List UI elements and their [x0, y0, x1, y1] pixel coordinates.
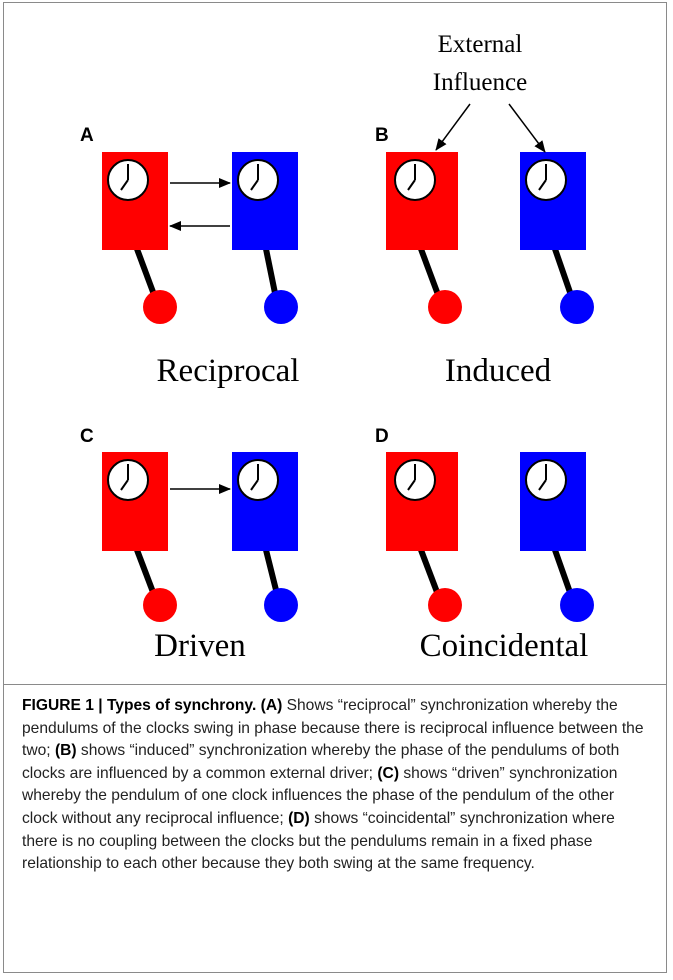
pendulum-bob-blue	[560, 290, 594, 324]
caption-heading: FIGURE 1 | Types of synchrony.	[22, 697, 257, 714]
panel-b-label: Induced	[445, 353, 552, 389]
panel-b-letter: B	[375, 125, 389, 146]
arrow-down-right-icon	[508, 103, 546, 153]
figure-illustration: A Reciprocal B External Influence	[80, 31, 594, 664]
external-label-line2: Influence	[433, 69, 527, 96]
pendulum-bob-red	[143, 588, 177, 622]
clock-red	[386, 152, 462, 324]
panel-a-letter: A	[80, 125, 94, 146]
pendulum-bob-blue	[560, 588, 594, 622]
pendulum-bob-blue	[264, 290, 298, 324]
pendulum-bob-red	[428, 588, 462, 622]
panel-a-label: Reciprocal	[157, 353, 300, 389]
panel-c-label: Driven	[154, 628, 246, 664]
panel-c-letter: C	[80, 426, 94, 447]
pendulum-bob-red	[428, 290, 462, 324]
caption-tag-d: (D)	[288, 809, 310, 827]
arrow-down-left-icon	[435, 103, 471, 151]
caption-tag-a: (A)	[260, 697, 283, 714]
pendulum-bob-blue	[264, 588, 298, 622]
clock-blue	[520, 452, 594, 622]
caption-text-b: shows “induced” synchronization whereby …	[22, 742, 620, 782]
external-label-line1: External	[438, 31, 523, 58]
clock-blue	[232, 152, 298, 324]
panel-d: D Coincidental	[375, 426, 594, 664]
panel-b: B External Influence Induced	[375, 31, 594, 389]
caption-text-c: shows “driven” synchronization whereby t…	[22, 764, 618, 827]
panel-d-label: Coincidental	[420, 628, 589, 664]
panel-c: C Driven	[80, 426, 298, 664]
caption-tag-b: (B)	[54, 742, 77, 760]
caption-divider	[3, 684, 667, 685]
pendulum-bob-red	[143, 290, 177, 324]
caption-tag-c: (C)	[377, 764, 400, 782]
caption-text-d: shows “coincidental” synchronization whe…	[22, 809, 615, 873]
panel-a: A Reciprocal	[80, 125, 299, 389]
clock-red	[102, 452, 177, 622]
caption-text-a: Shows “reciprocal” synchronization where…	[22, 697, 644, 760]
clock-blue	[520, 152, 594, 324]
clock-blue	[232, 452, 298, 622]
clock-red	[386, 452, 462, 622]
clock-red	[102, 152, 177, 324]
panel-d-letter: D	[375, 426, 389, 447]
figure-caption: FIGURE 1 | Types of synchrony. (A) Shows…	[22, 695, 652, 876]
